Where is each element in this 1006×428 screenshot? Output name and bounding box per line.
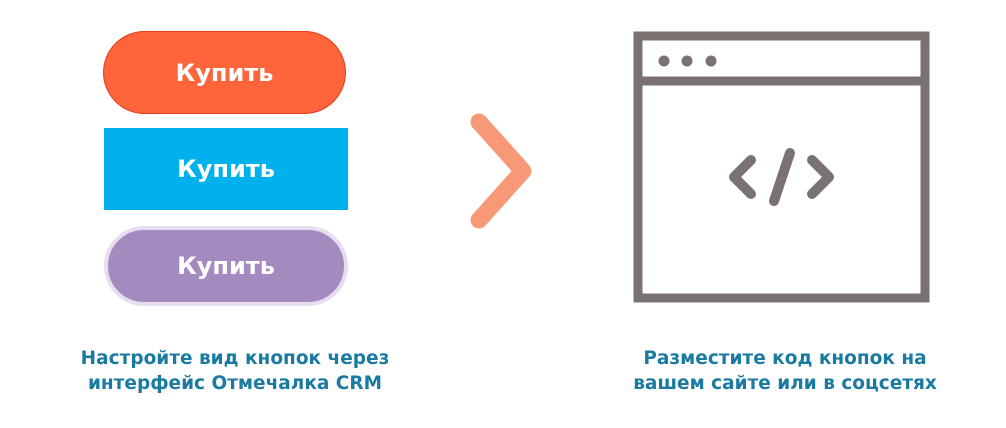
caption-line: Разместите код кнопок на [643, 348, 927, 369]
chevron-right-icon [470, 113, 532, 229]
window-dot-icon [705, 55, 717, 67]
button-buy-purple[interactable]: Купить [104, 226, 348, 306]
caption-line: вашем сайте или в соцсетях [633, 373, 937, 394]
window-dot-icon [681, 55, 693, 67]
window-dot-icon [658, 55, 670, 67]
code-icon [729, 148, 834, 206]
caption-place-code: Разместите код кнопок на вашем сайте или… [560, 346, 1006, 396]
browser-window-icon [633, 31, 930, 303]
caption-configure: Настройте вид кнопок через интерфейс Отм… [10, 346, 460, 396]
button-buy-blue[interactable]: Купить [104, 128, 348, 210]
caption-line: интерфейс Отмечалка CRM [87, 373, 383, 394]
caption-line: Настройте вид кнопок через [80, 348, 390, 369]
button-buy-orange[interactable]: Купить [103, 31, 346, 114]
